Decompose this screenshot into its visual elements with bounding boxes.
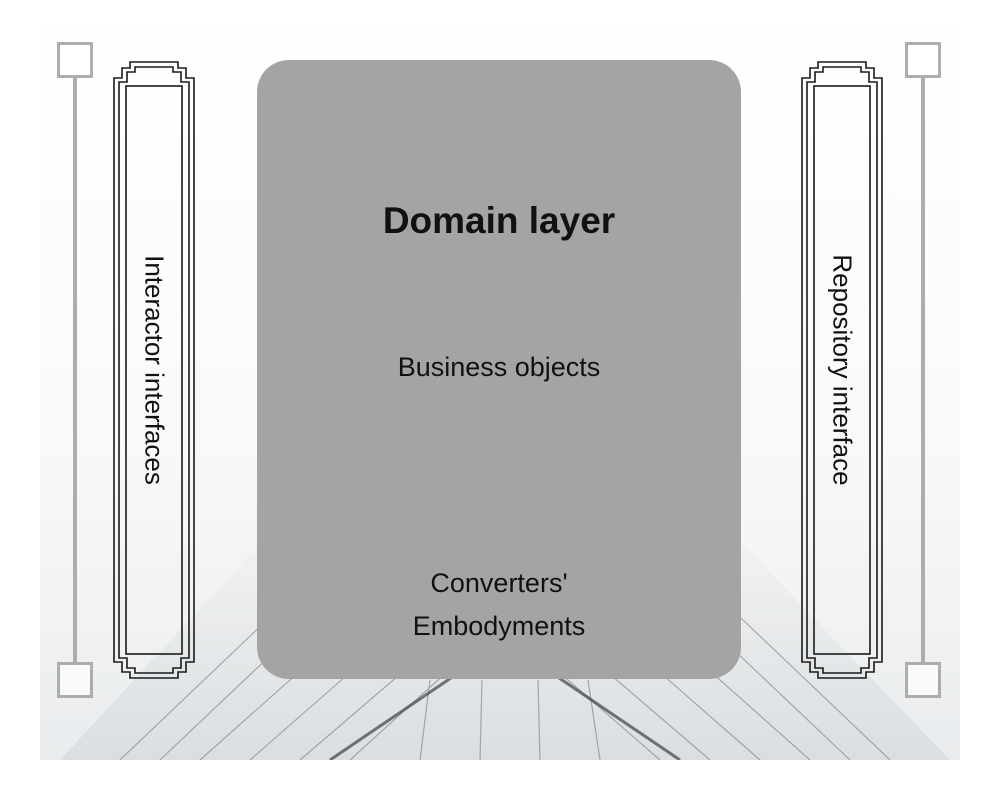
repository-interface-panel: Repository interface: [800, 60, 884, 680]
domain-layer-box: Domain layer Business objects Converters…: [257, 60, 741, 679]
right-rod-decoration: [905, 42, 941, 698]
domain-layer-title: Domain layer: [382, 200, 616, 241]
left-rod-bottom-square: [57, 662, 93, 698]
left-rod-top-square: [57, 42, 93, 78]
converters-line: Converters': [430, 568, 568, 598]
repository-interface-label: Repository interface: [827, 254, 858, 486]
interactor-interfaces-panel: Interactor interfaces: [112, 60, 196, 680]
embodyments-line: Embodyments: [412, 611, 586, 641]
left-rod-decoration: [57, 42, 93, 698]
business-objects-label: Business objects: [397, 352, 601, 382]
right-rod-line: [921, 78, 925, 662]
interactor-panel-frame: [113, 61, 195, 679]
converters-embodyments-label: Converters' Embodyments: [257, 562, 741, 648]
repository-panel-frame: [801, 61, 883, 679]
right-rod-bottom-square: [905, 662, 941, 698]
right-rod-top-square: [905, 42, 941, 78]
left-rod-line: [73, 78, 77, 662]
interactor-interfaces-label: Interactor interfaces: [139, 255, 170, 485]
